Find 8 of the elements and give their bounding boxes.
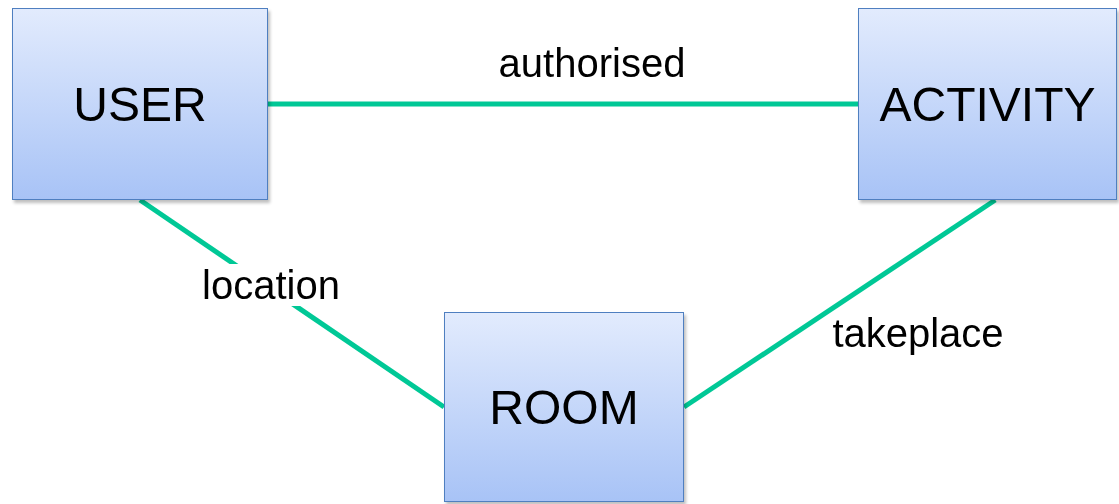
- connector-line: [268, 101, 858, 107]
- entity-box: [858, 8, 1117, 200]
- entity-name: ROOM: [489, 379, 639, 435]
- entity-box: [12, 8, 268, 200]
- edge-label: location: [202, 264, 340, 306]
- entity-name: USER: [73, 76, 207, 132]
- entity-box: [444, 312, 684, 502]
- entity-name: ACTIVITY: [879, 76, 1096, 132]
